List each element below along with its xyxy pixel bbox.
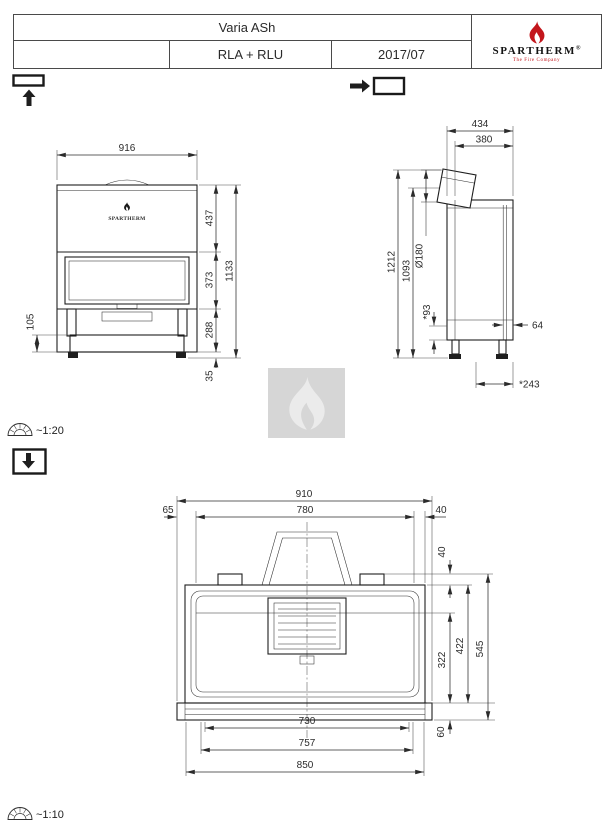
side-view-dimensions [393, 126, 528, 388]
watermark-flame-icon [288, 376, 325, 430]
front-logo-text: SPARTHERM [108, 216, 146, 222]
dim-label-40-rear: 40 [437, 546, 448, 558]
projection-symbol-side [350, 76, 406, 96]
front-view: SPARTHERM 916 437 [20, 130, 305, 386]
dim-label-373: 373 [205, 271, 216, 288]
brand-logo: SPARTHERM® The Fire Company [471, 15, 601, 68]
front-view-drawing: SPARTHERM 916 437 [26, 143, 241, 382]
dim-label-916: 916 [119, 143, 136, 154]
protractor-icon [7, 423, 33, 436]
protractor-icon-bottom [7, 807, 33, 820]
dim-label-437: 437 [205, 209, 216, 226]
projection-symbol-front [12, 74, 45, 106]
arrow-up-icon [22, 89, 36, 106]
top-view-outline [176, 522, 433, 738]
dim-label-1133: 1133 [225, 260, 236, 282]
dim-label-105: 105 [26, 313, 37, 330]
dim-label-757: 757 [299, 738, 316, 749]
brand-registered-mark: ® [576, 45, 581, 52]
dim-label-322: 322 [437, 651, 448, 668]
brand-flame-icon [529, 21, 544, 44]
dim-label-422: 422 [455, 637, 466, 654]
watermark [268, 368, 345, 438]
variant-cell: RLA + RLU [170, 41, 332, 68]
dim-label-65: 65 [162, 505, 174, 516]
dim-label-545: 545 [475, 640, 486, 657]
scale-top: ~1:10 [36, 809, 64, 821]
dim-label-1212: 1212 [387, 250, 398, 273]
front-view-dimensions [32, 150, 241, 368]
arrow-down-icon [22, 453, 35, 469]
front-view-outline [56, 179, 198, 358]
dim-label-434: 434 [472, 119, 489, 130]
dim-label-1093: 1093 [402, 259, 413, 282]
brand-name: SPARTHERM® [493, 45, 581, 58]
dim-label-35: 35 [205, 370, 216, 382]
side-view-outline [436, 168, 514, 359]
side-view: 434 380 1212 1093 Ø180 *93 64 *243 [380, 110, 615, 405]
dim-label-40-right: 40 [435, 505, 447, 516]
dim-label-60: 60 [436, 726, 447, 738]
dim-label-910: 910 [296, 489, 313, 500]
dim-label-288: 288 [205, 321, 216, 338]
top-view-dimensions [164, 496, 495, 776]
model-name: Varia ASh [14, 15, 471, 41]
dim-label-93: *93 [422, 304, 433, 319]
arrow-right-icon [350, 79, 370, 93]
dim-label-730: 730 [299, 716, 316, 727]
dim-label-850: 850 [297, 760, 314, 771]
title-block: Varia ASh RLA + RLU 2017/07 SPARTHERM® T… [13, 14, 602, 69]
projection-symbol-top [12, 448, 47, 475]
scale-front-side: ~1:20 [36, 425, 64, 437]
top-view-drawing: 910 780 65 40 40 322 422 545 60 730 757 … [162, 489, 495, 776]
dim-label-64: 64 [532, 321, 544, 332]
dim-label-flue-diameter: Ø180 [415, 243, 426, 268]
side-view-drawing: 434 380 1212 1093 Ø180 *93 64 *243 [387, 119, 544, 391]
date-cell: 2017/07 [378, 47, 425, 62]
dim-label-243: *243 [519, 380, 540, 391]
dim-label-380: 380 [476, 135, 493, 146]
front-logo-flame-icon [124, 202, 130, 211]
dim-label-780: 780 [297, 505, 314, 516]
top-view: 910 780 65 40 40 322 422 545 60 730 757 … [150, 480, 550, 825]
title-block-empty-cell [14, 41, 170, 68]
brand-text: SPARTHERM [492, 45, 576, 58]
brand-tagline: The Fire Company [512, 58, 561, 64]
